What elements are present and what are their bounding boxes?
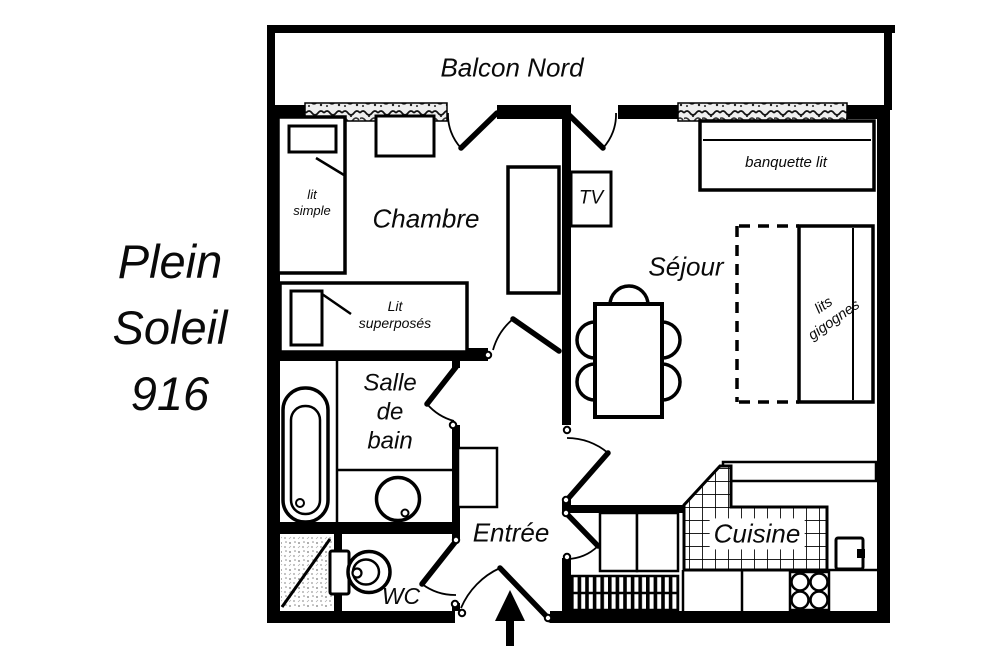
single-bed [276, 115, 347, 275]
burner [790, 572, 810, 592]
bench-bed [698, 119, 876, 192]
room-label-bedroom: Chambre [372, 203, 480, 234]
single-bed-pillow [287, 124, 338, 154]
door-kitchen [563, 510, 601, 560]
dining-chairs [575, 284, 682, 402]
furniture-label-bench-bed: banquette lit [745, 154, 827, 171]
furniture-label-tv: TV [578, 187, 604, 209]
room-label-wc: WC [381, 583, 421, 610]
door-living-balcony [564, 110, 617, 151]
fridge [834, 536, 865, 571]
balcony-wall-right [884, 25, 892, 110]
radiator-grill [570, 574, 680, 612]
toilet [328, 549, 392, 596]
bunk-bed [278, 281, 469, 354]
wall-end-caps [448, 350, 572, 623]
stove [788, 570, 831, 612]
thin-partitions [335, 361, 452, 522]
window-living [677, 102, 848, 122]
kitchen-upper-cabinet [721, 460, 878, 483]
door-wc [419, 538, 459, 596]
balcony-wall-top [267, 25, 895, 33]
door-entry [460, 565, 553, 623]
tv-stand [569, 170, 613, 228]
door-bedroom-balcony [447, 110, 500, 151]
burner [790, 590, 810, 610]
wc-closet [280, 536, 333, 609]
hall-closets [598, 511, 680, 573]
door-swings [419, 110, 617, 623]
fridge-handle [857, 549, 865, 558]
room-label-bathroom: Salle de bain [363, 369, 417, 455]
bunk-bed-pillow [289, 289, 324, 347]
room-label-entry: Entrée [472, 517, 550, 548]
bedroom-desk [374, 114, 436, 158]
nesting-beds-pullout-outline [735, 224, 799, 404]
room-label-balcony: Balcon Nord [440, 52, 584, 83]
bathroom-bottom-wall [267, 522, 460, 534]
bathtub-drain [295, 498, 305, 508]
entry-cupboard [456, 446, 499, 509]
sink-drain [400, 508, 410, 518]
burner [809, 590, 829, 610]
dining-table [593, 302, 664, 419]
bathtub [281, 386, 330, 524]
entry-arrow-icon [495, 590, 525, 646]
room-label-kitchen: Cuisine [709, 518, 805, 550]
toilet-tank [328, 549, 351, 596]
room-label-living: Séjour [648, 251, 724, 282]
furniture-label-single-bed: lit simple [293, 187, 331, 218]
sink [374, 475, 422, 523]
bottom-wall-left [267, 611, 455, 623]
balcony-wall-left [267, 25, 275, 110]
plan-title: Plein Soleil 916 [112, 235, 228, 420]
burner [809, 572, 829, 592]
door-bedroom [492, 316, 562, 354]
wardrobe [506, 165, 561, 295]
bottom-wall-right [550, 611, 890, 623]
kitchen-base-cabinets [681, 568, 877, 611]
right-wall [877, 105, 890, 623]
door-living [563, 437, 611, 504]
nesting-beds [735, 224, 875, 404]
furniture-label-bunk-bed: Lit superposés [358, 298, 432, 331]
door-bathroom [424, 364, 459, 422]
